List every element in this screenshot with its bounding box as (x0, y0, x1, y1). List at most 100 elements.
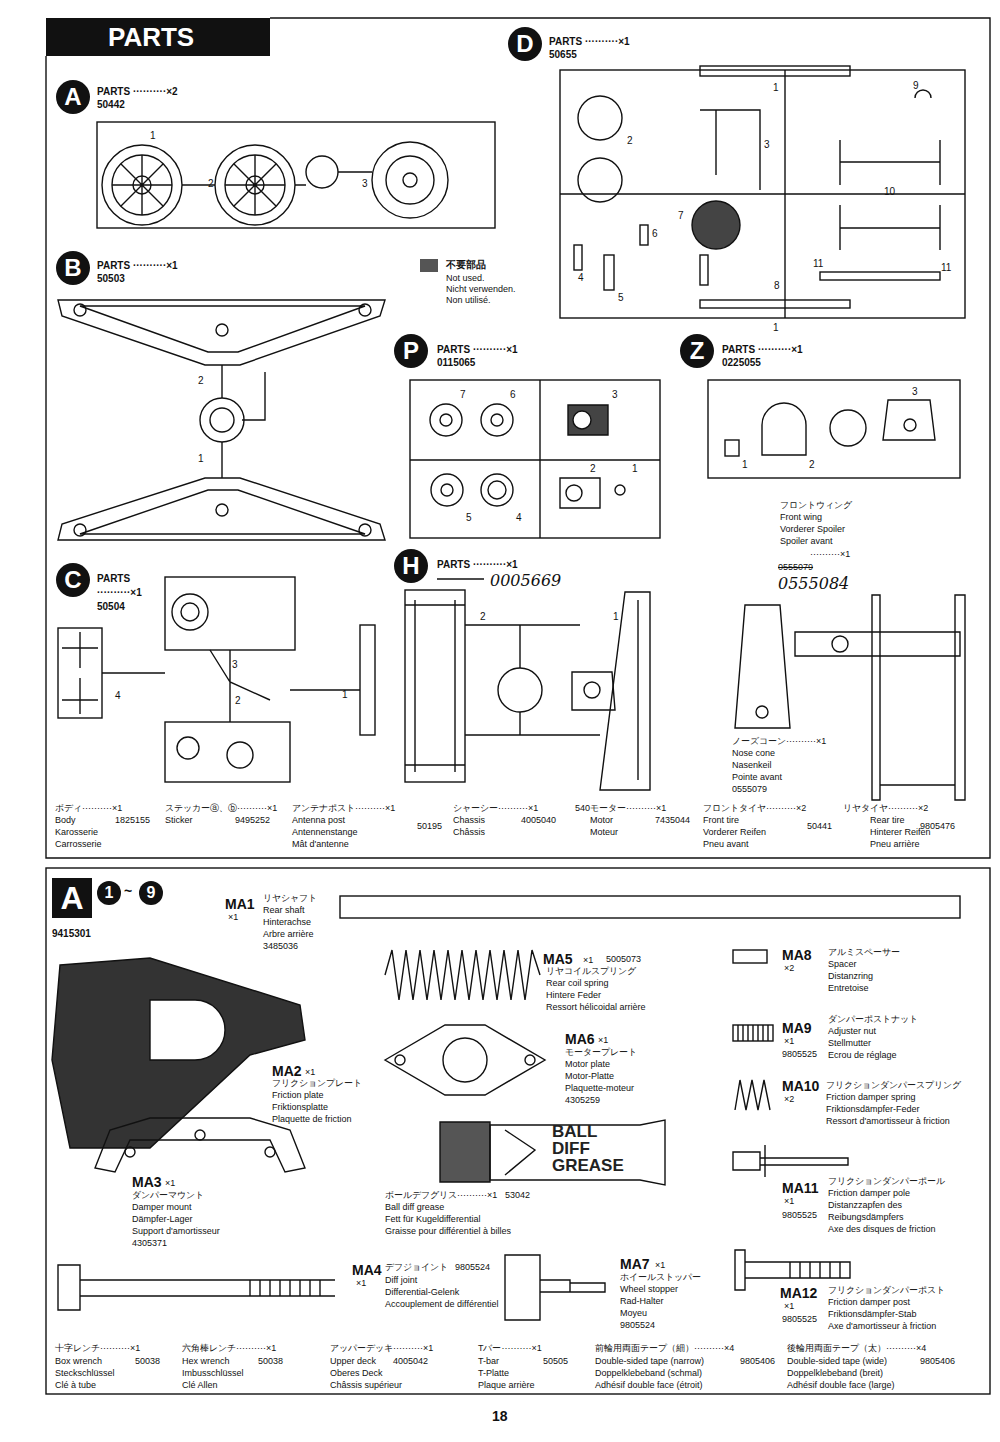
part-drawing (165, 722, 290, 782)
part-drawing (340, 896, 960, 918)
part-label: T-bar (478, 1356, 499, 1367)
part-drawing (74, 524, 86, 536)
part-label: Rear coil spring (546, 978, 609, 989)
part-label: 9805406 (920, 1356, 955, 1367)
part-label: Nose cone (732, 748, 775, 759)
callout-number: 2 (208, 178, 214, 190)
bag-letter: A (52, 878, 92, 918)
part-drawing (403, 173, 417, 187)
part-label: フリクションダンパースプリング (826, 1080, 961, 1091)
part-label: Reibungsdämpfers (828, 1212, 904, 1223)
part-label: 4005040 (521, 815, 556, 826)
part-drawing (700, 66, 850, 76)
part-drawing (735, 605, 790, 728)
part-drawing (560, 70, 965, 318)
part-label: ボールデフグリス··········×1 (385, 1190, 497, 1201)
part-code: MA11 (782, 1180, 819, 1196)
part-drawing (95, 1118, 305, 1172)
parts-count: PARTS (97, 573, 130, 585)
part-label: Mât d'antenne (292, 839, 349, 850)
part-drawing (578, 158, 622, 202)
part-drawing (385, 950, 540, 1000)
part-label: 50038 (258, 1356, 283, 1367)
part-drawing (708, 380, 960, 478)
part-label: Hex wrench (182, 1356, 230, 1367)
part-label: リヤシャフト (263, 893, 317, 904)
part-label: Not used. (446, 273, 485, 284)
part-label: Ressort d'amortisseur à friction (826, 1116, 950, 1127)
callout-number: 6 (510, 389, 516, 401)
part-drawing (700, 255, 708, 285)
part-label: Fett für Kugeldifferential (385, 1214, 480, 1225)
part-label: ダンパーポストナット (828, 1014, 918, 1025)
callout-number: 5 (466, 512, 472, 524)
part-drawing (58, 478, 385, 540)
callout-number: 1 (342, 689, 348, 701)
part-label: 前輪用両面テープ（細）··········×4 (595, 1343, 734, 1354)
callout-number: 3 (612, 389, 618, 401)
part-drawing (840, 140, 940, 250)
part-drawing (360, 625, 375, 735)
part-drawing (490, 1120, 665, 1185)
part-label: ダンパーマウント (132, 1190, 204, 1201)
callout-number: 8 (774, 280, 780, 292)
part-label: リヤコイルスプリング (546, 966, 636, 977)
part-label: ノーズコーン··········×1 (732, 736, 826, 747)
part-label: Accouplement de différentiel (385, 1299, 498, 1310)
part-label: ×1 (583, 955, 593, 966)
part-drawing (431, 474, 463, 506)
part-label: Friction damper spring (826, 1092, 916, 1103)
part-drawing (790, 1262, 840, 1278)
parts-count: 0225055 (722, 357, 761, 369)
part-drawing (177, 737, 199, 759)
part-drawing (700, 110, 760, 190)
part-label: Châssis (453, 827, 485, 838)
part-label: Rear tire (870, 815, 905, 826)
part-label: Non utilisé. (446, 295, 491, 306)
part-drawing (125, 1147, 135, 1157)
part-label: 0555079 (732, 784, 767, 795)
part-label: Clé Allen (182, 1380, 218, 1391)
part-code: MA1 (225, 896, 255, 912)
part-drawing (52, 958, 305, 1148)
part-label: Stellmutter (828, 1038, 871, 1049)
part-drawing (505, 1255, 605, 1320)
part-drawing (735, 1250, 850, 1290)
part-drawing (904, 419, 916, 431)
part-code: MA10 (782, 1078, 819, 1094)
part-drawing (260, 1280, 320, 1296)
part-drawing (733, 1145, 848, 1177)
part-drawing (733, 950, 767, 963)
part-label: Differential-Gelenk (385, 1287, 459, 1298)
callout-number: 1 (198, 453, 204, 465)
callout-number: 9 (913, 80, 919, 92)
part-label: Dämpfer-Lager (132, 1214, 193, 1225)
part-drawing (615, 485, 625, 495)
callout-number: 3 (362, 178, 368, 190)
part-drawing (795, 632, 960, 656)
part-label: Sticker (165, 815, 193, 826)
callout-number: 2 (809, 459, 815, 471)
part-label: デフジョイント (385, 1262, 448, 1273)
part-label: ×1 (165, 1178, 175, 1189)
part-drawing (560, 70, 965, 318)
part-drawing (210, 408, 234, 432)
part-label: Oberes Deck (330, 1368, 383, 1379)
part-label: Ball diff grease (385, 1202, 444, 1213)
parts-count: PARTS ··········×2 (97, 86, 178, 98)
part-label: Double-sided tape (wide) (787, 1356, 887, 1367)
part-label: ×2 (784, 963, 794, 974)
callout-number: 2 (627, 135, 633, 147)
part-drawing (410, 380, 660, 538)
part-label: Front wing (780, 512, 822, 523)
part-label: アッパーデッキ··········×1 (330, 1343, 433, 1354)
part-label: アンテナポスト··········×1 (292, 803, 395, 814)
parts-count: PARTS ··········×1 (549, 36, 630, 48)
part-label: アルミスペーサー (828, 947, 900, 958)
part-drawing (265, 1147, 275, 1157)
part-drawing (505, 1130, 535, 1175)
part-label: Spacer (828, 959, 857, 970)
part-label: Motor (590, 815, 613, 826)
part-drawing (883, 400, 935, 440)
part-drawing (385, 1025, 545, 1095)
